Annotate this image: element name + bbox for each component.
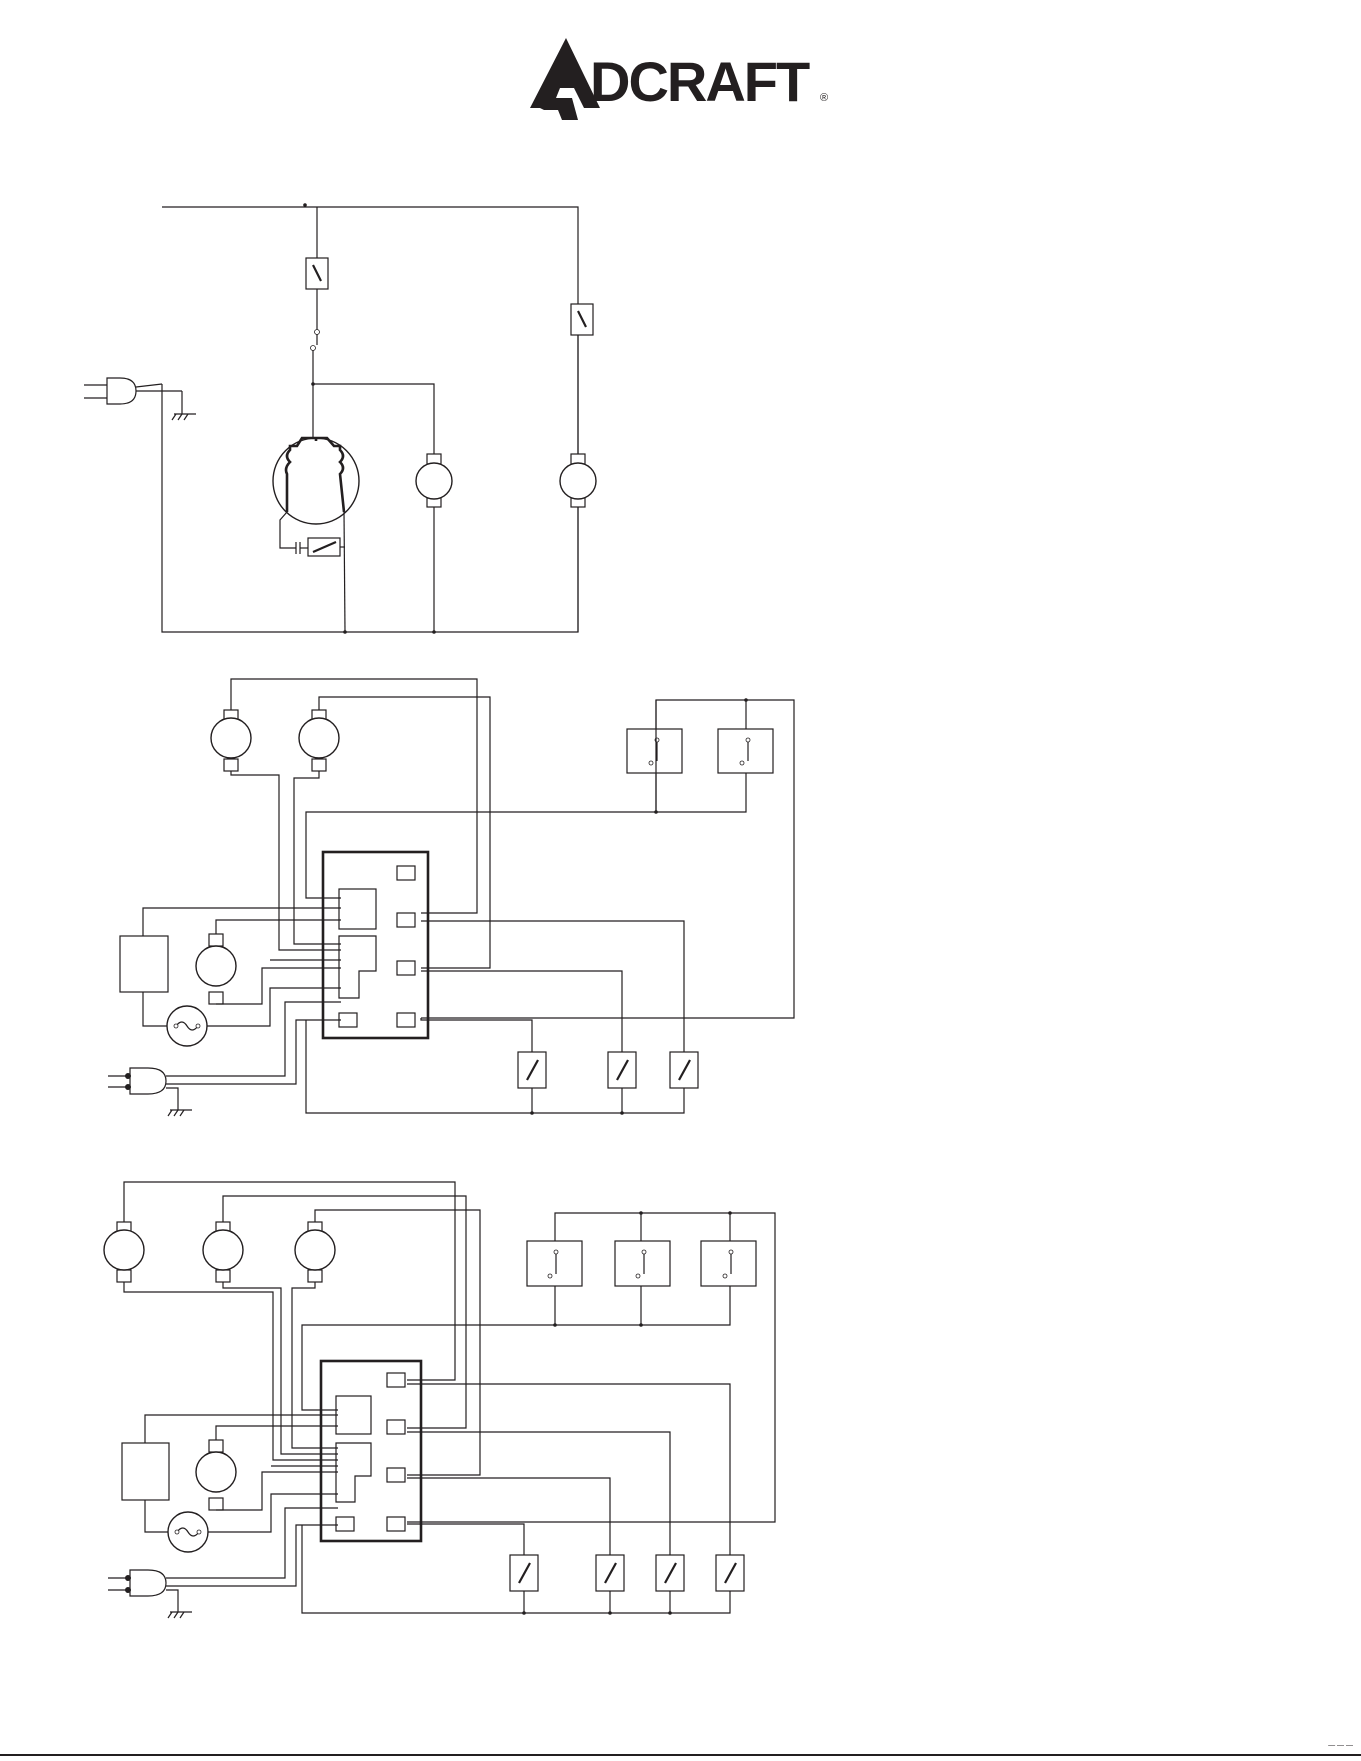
- thermostat-2: [718, 729, 773, 773]
- thermostat-1: [527, 1241, 582, 1286]
- transformer: [122, 1443, 169, 1500]
- compressor-motor-icon: [273, 438, 359, 524]
- compressor-motor-icon: [196, 1440, 236, 1510]
- board-relay-top: [339, 889, 376, 929]
- fan-motor-icon: [560, 454, 596, 507]
- lamp-icon: [167, 1006, 207, 1046]
- power-plug-icon: [84, 378, 182, 414]
- fan-motor-icon: [295, 1222, 335, 1282]
- board-relay-top: [336, 1396, 371, 1434]
- ground-icon: [168, 1110, 192, 1116]
- capacitor-icon: [296, 542, 308, 554]
- corner-code: — — —: [1328, 1742, 1353, 1749]
- thermostat-3: [701, 1241, 756, 1286]
- wiring-diagram-1: [84, 203, 596, 634]
- ground-icon: [172, 414, 196, 420]
- lamp-icon: [168, 1512, 208, 1552]
- thermostat-1: [627, 729, 682, 773]
- fan-motor-icon: [104, 1222, 144, 1282]
- fan-motor-icon: [203, 1222, 243, 1282]
- power-plug-icon: [108, 1068, 166, 1094]
- compressor-motor-icon: [196, 934, 236, 1004]
- wiring-diagram-3: [104, 1182, 775, 1618]
- fan-motor-icon: [416, 454, 452, 507]
- power-plug-icon: [108, 1570, 166, 1596]
- wiring-diagram-2: [108, 679, 794, 1116]
- bottom-rule: [0, 1754, 1361, 1756]
- fan-motor-icon: [299, 710, 339, 771]
- transformer: [120, 936, 168, 992]
- ground-icon: [168, 1612, 192, 1618]
- thermostat-2: [615, 1241, 670, 1286]
- fuse-icon: [311, 330, 320, 351]
- fan-motor-icon: [211, 710, 251, 771]
